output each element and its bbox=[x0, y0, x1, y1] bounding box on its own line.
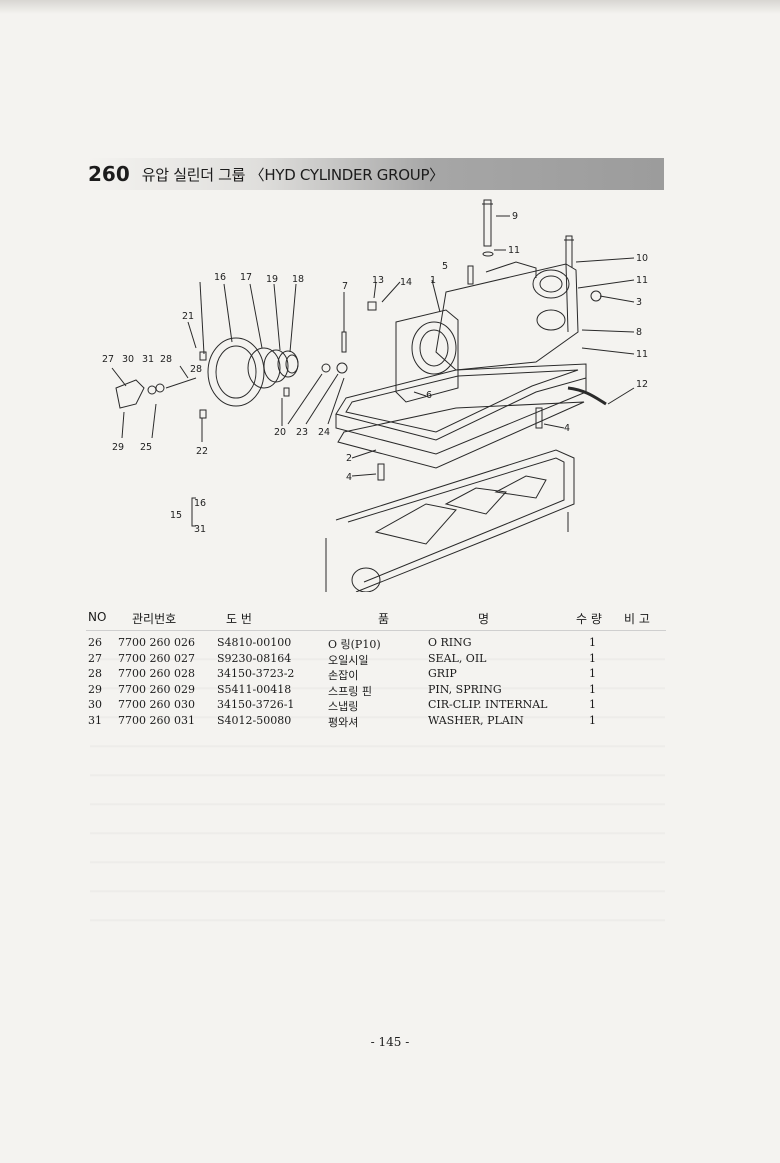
row-mgmt-number: 7700 260 030 bbox=[118, 698, 195, 712]
table-row: 28 7700 260 028 34150-3723-2 손잡이 GRIP 1 bbox=[86, 667, 656, 683]
row-no: 31 bbox=[88, 713, 102, 727]
header-drawing-number: 도 번 bbox=[226, 612, 252, 626]
row-quantity: 1 bbox=[589, 682, 596, 696]
callout-12: 12 bbox=[636, 379, 648, 390]
row-name-english: WASHER, PLAIN bbox=[428, 713, 524, 727]
callout-15-to-31: 31 bbox=[194, 524, 206, 535]
row-mgmt-number: 7700 260 026 bbox=[118, 636, 195, 649]
callout-2: 2 bbox=[346, 453, 352, 464]
row-no: 27 bbox=[88, 651, 102, 665]
header-quantity: 수 량 bbox=[576, 612, 602, 626]
callout-4a: 4 bbox=[564, 423, 570, 434]
callout-22: 22 bbox=[196, 446, 208, 457]
table-row: 31 7700 260 031 S4012-50080 평와셔 WASHER, … bbox=[86, 714, 656, 730]
row-name-english: PIN, SPRING bbox=[428, 682, 502, 696]
row-drawing-number: S4012-50080 bbox=[217, 713, 292, 727]
callout-24: 24 bbox=[318, 427, 330, 438]
callout-3: 3 bbox=[636, 297, 642, 308]
callout-20: 20 bbox=[274, 427, 286, 438]
callout-7: 7 bbox=[342, 281, 348, 292]
callout-17: 17 bbox=[240, 272, 252, 283]
callout-16: 16 bbox=[214, 272, 226, 283]
exploded-parts-diagram: 9 11 10 11 3 8 11 12 4 5 1 13 14 7 16 17… bbox=[96, 192, 676, 592]
callout-28a: 28 bbox=[190, 364, 202, 375]
table-row: 26 7700 260 026 S4810-00100 O 링(P10) O R… bbox=[86, 636, 656, 652]
row-quantity: 1 bbox=[589, 713, 596, 727]
row-quantity: 1 bbox=[589, 698, 596, 712]
parts-drawing: 9 11 10 11 3 8 11 12 4 5 1 13 14 7 16 17… bbox=[102, 199, 648, 592]
row-name-korean: O 링(P10) bbox=[328, 638, 381, 651]
row-drawing-number: 34150-3723-2 bbox=[217, 667, 295, 681]
row-name-korean: 스냅링 bbox=[328, 700, 359, 714]
callout-13: 13 bbox=[372, 275, 384, 286]
row-mgmt-number: 7700 260 027 bbox=[118, 651, 195, 665]
row-quantity: 1 bbox=[589, 667, 596, 681]
section-title: 유압 실린더 그룹 〈HYD CYLINDER GROUP〉 bbox=[141, 165, 444, 184]
parts-table-header: NO 관리번호 도 번 품 명 수 량 비 고 bbox=[86, 610, 656, 630]
row-name-english: SEAL, OIL bbox=[428, 651, 487, 665]
row-name-korean: 오일시일 bbox=[328, 653, 369, 667]
row-drawing-number: S4810-00100 bbox=[217, 636, 292, 649]
parts-table-body: 26 7700 260 026 S4810-00100 O 링(P10) O R… bbox=[86, 636, 656, 730]
header-part-name-1: 품 bbox=[378, 612, 390, 626]
row-quantity: 1 bbox=[589, 636, 596, 649]
row-drawing-number: S5411-00418 bbox=[217, 682, 292, 696]
header-mgmt-number: 관리번호 bbox=[132, 612, 177, 626]
callout-21: 21 bbox=[182, 311, 194, 322]
callout-5: 5 bbox=[442, 261, 448, 272]
callout-30: 31 bbox=[142, 354, 154, 365]
header-remarks: 비 고 bbox=[624, 612, 650, 626]
callout-25: 25 bbox=[140, 442, 152, 453]
row-name-korean: 스프링 핀 bbox=[328, 684, 372, 698]
callout-15: 15 bbox=[170, 510, 182, 521]
header-band bbox=[88, 158, 664, 190]
section-number: 260 bbox=[88, 162, 130, 186]
callout-11c: 11 bbox=[636, 349, 648, 360]
row-no: 28 bbox=[88, 667, 102, 681]
row-mgmt-number: 7700 260 031 bbox=[118, 713, 195, 727]
callout-19: 19 bbox=[266, 274, 278, 285]
table-row: 29 7700 260 029 S5411-00418 스프링 핀 PIN, S… bbox=[86, 683, 656, 699]
callout-1: 1 bbox=[430, 275, 436, 286]
callout-23: 23 bbox=[296, 427, 308, 438]
row-quantity: 1 bbox=[589, 651, 596, 665]
table-row: 30 7700 260 030 34150-3726-1 스냅링 CIR-CLI… bbox=[86, 698, 656, 714]
callout-8: 8 bbox=[636, 327, 642, 338]
row-no: 26 bbox=[88, 636, 102, 649]
callout-28b: 27 bbox=[102, 354, 114, 365]
callout-14: 14 bbox=[400, 277, 412, 288]
callout-6: 6 bbox=[426, 390, 432, 401]
callout-31: 28 bbox=[160, 354, 172, 365]
table-divider bbox=[86, 630, 666, 631]
row-mgmt-number: 7700 260 029 bbox=[118, 682, 195, 696]
header-part-name-2: 명 bbox=[478, 612, 490, 626]
row-mgmt-number: 7700 260 028 bbox=[118, 667, 195, 681]
callout-18: 18 bbox=[292, 274, 304, 285]
callout-9: 9 bbox=[512, 211, 518, 222]
header-no: NO bbox=[88, 610, 107, 624]
row-name-english: GRIP bbox=[428, 667, 457, 681]
row-name-english: O RING bbox=[428, 636, 472, 649]
callout-4b: 4 bbox=[346, 472, 352, 483]
callout-15-from-16: 16 bbox=[194, 498, 206, 509]
row-drawing-number: S9230-08164 bbox=[217, 651, 292, 665]
callout-27: 30 bbox=[122, 354, 134, 365]
row-drawing-number: 34150-3726-1 bbox=[217, 698, 295, 712]
table-row: 27 7700 260 027 S9230-08164 오일시일 SEAL, O… bbox=[86, 652, 656, 668]
page-number: - 145 - bbox=[370, 1035, 410, 1049]
row-name-english: CIR-CLIP. INTERNAL bbox=[428, 698, 548, 712]
callout-29: 29 bbox=[112, 442, 124, 453]
callout-11a: 11 bbox=[508, 245, 520, 256]
row-name-korean: 평와셔 bbox=[328, 715, 359, 729]
section-header: 260 유압 실린더 그룹 〈HYD CYLINDER GROUP〉 bbox=[88, 158, 664, 190]
row-no: 30 bbox=[88, 698, 102, 712]
scan-shadow bbox=[0, 0, 780, 14]
row-no: 29 bbox=[88, 682, 102, 696]
callout-11b: 11 bbox=[636, 275, 648, 286]
callout-labels: 9 11 10 11 3 8 11 12 4 5 1 13 14 7 16 17… bbox=[102, 211, 648, 535]
row-name-korean: 손잡이 bbox=[328, 669, 359, 683]
callout-10: 10 bbox=[636, 253, 648, 264]
